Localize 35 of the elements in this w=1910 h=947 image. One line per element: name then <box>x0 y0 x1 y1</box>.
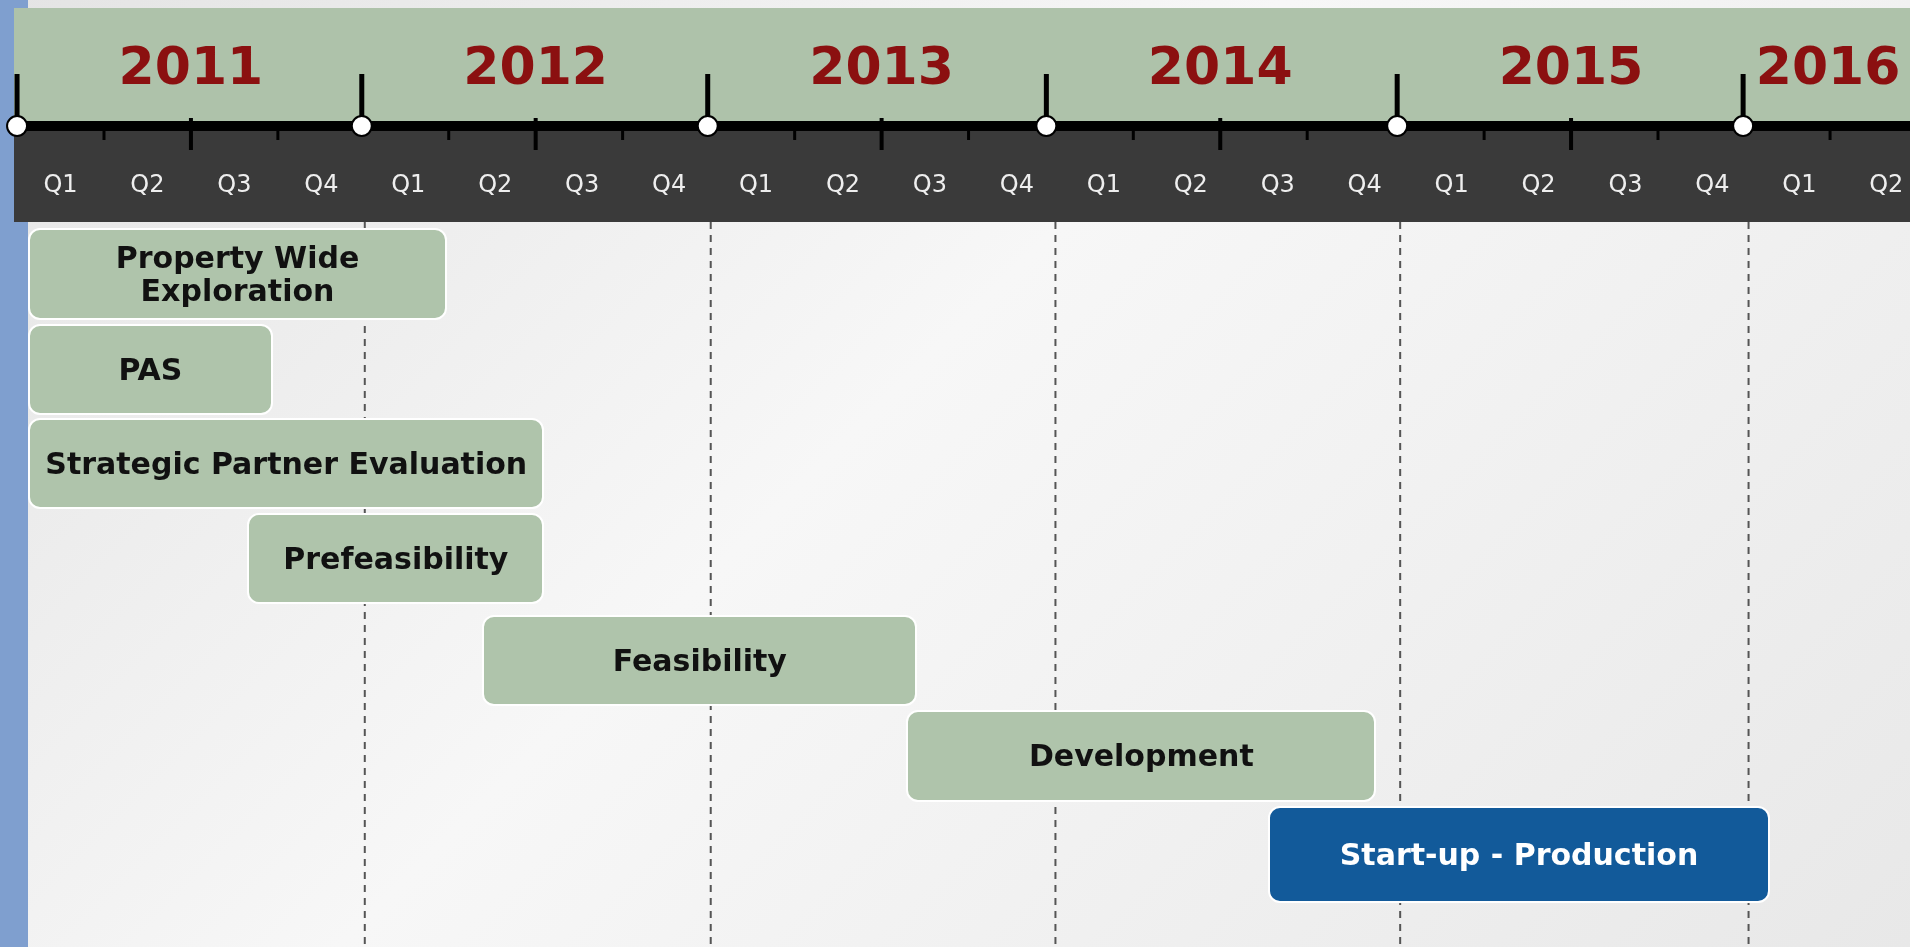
year-label: 2015 <box>1497 36 1645 96</box>
year-label: 2016 <box>1754 36 1902 96</box>
quarter-label: Q2 <box>1172 170 1209 198</box>
quarter-label: Q2 <box>1868 170 1905 198</box>
quarter-label: Q2 <box>824 170 862 198</box>
task-bar: Property Wide Exploration <box>28 227 448 321</box>
task-bar: Start-up - Production <box>1268 806 1770 903</box>
year-label: 2013 <box>808 36 955 96</box>
quarter-label: Q1 <box>737 170 775 198</box>
quarter-label: Q4 <box>998 170 1035 198</box>
quarter-label: Q3 <box>1259 170 1296 198</box>
quarter-label: Q4 <box>651 170 688 198</box>
quarter-label: Q1 <box>1085 170 1122 198</box>
quarter-label: Q3 <box>911 170 948 198</box>
quarter-label: Q2 <box>1520 170 1557 198</box>
quarter-label: Q4 <box>1694 170 1731 198</box>
quarter-label: Q3 <box>216 170 253 198</box>
year-label: 2012 <box>462 36 609 96</box>
quarter-label: Q1 <box>42 170 79 198</box>
quarter-label: Q2 <box>477 170 514 198</box>
quarter-label: Q2 <box>129 170 166 198</box>
task-bar: Development <box>906 710 1377 802</box>
quarter-label: Q4 <box>303 170 340 198</box>
task-bar: Feasibility <box>482 615 918 707</box>
task-bar: PAS <box>28 324 273 416</box>
task-bar: Strategic Partner Evaluation <box>28 417 545 510</box>
task-bar: Prefeasibility <box>247 512 545 605</box>
quarter-label: Q1 <box>390 170 427 198</box>
quarter-label: Q3 <box>1607 170 1644 198</box>
quarter-label: Q1 <box>1781 170 1818 198</box>
year-label: 2014 <box>1146 36 1294 96</box>
quarter-label: Q3 <box>564 170 601 198</box>
quarter-label: Q1 <box>1433 170 1470 198</box>
quarter-label: Q4 <box>1346 170 1383 198</box>
year-label: 2011 <box>117 36 265 96</box>
